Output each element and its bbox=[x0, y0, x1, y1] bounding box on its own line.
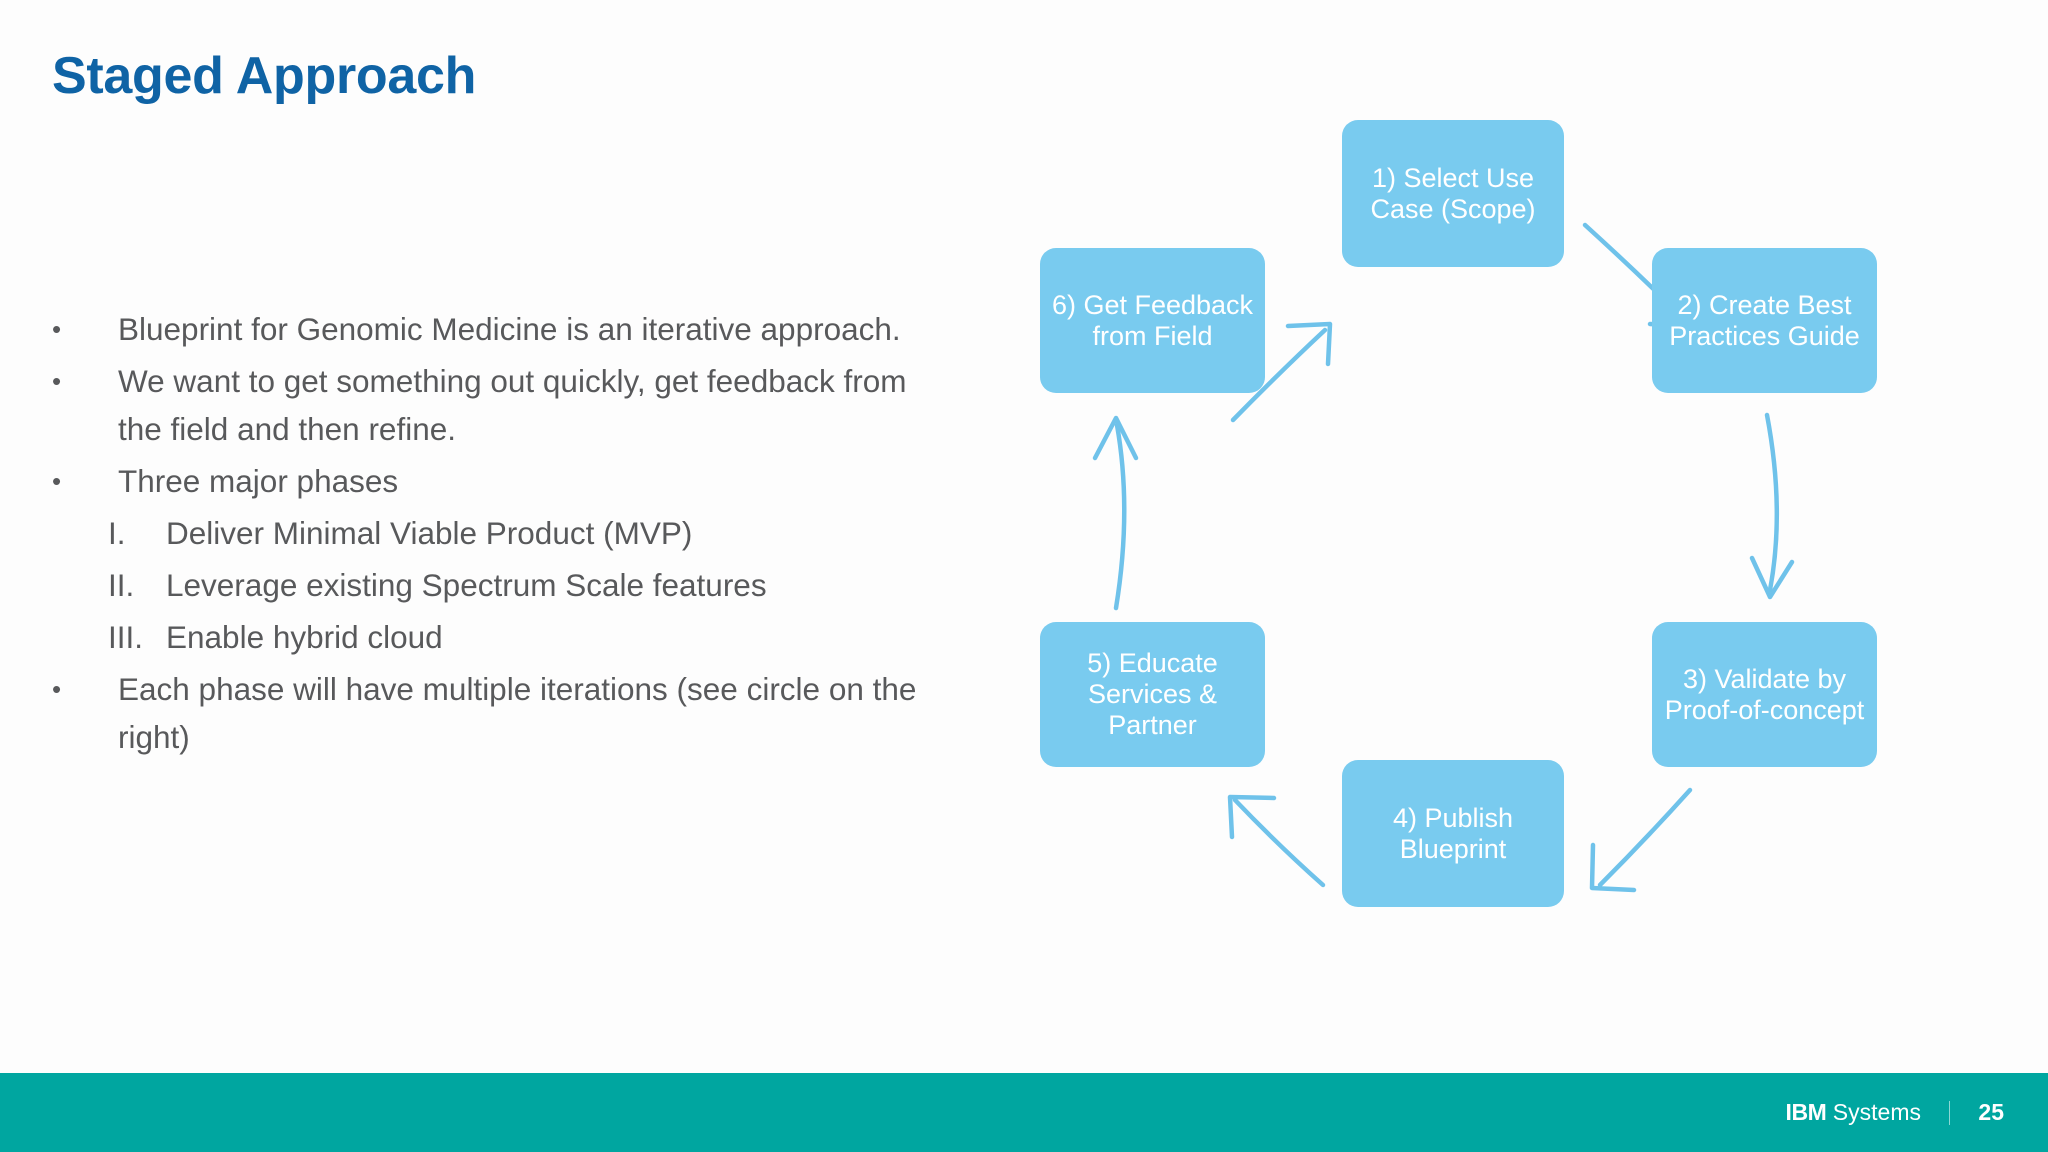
page-number: 25 bbox=[1978, 1099, 2004, 1125]
bullet-text: Enable hybrid cloud bbox=[166, 619, 443, 655]
footer-bar: IBM Systems 25 bbox=[0, 1073, 2048, 1152]
arrow-2-to-3 bbox=[1749, 412, 1795, 600]
bullet-text: Deliver Minimal Viable Product (MVP) bbox=[166, 515, 693, 551]
ibm-systems-logo: IBM Systems bbox=[1785, 1099, 1921, 1126]
cycle-node-label: 3) Validate by Proof-of-concept bbox=[1664, 663, 1865, 725]
bullet-marker: • bbox=[52, 314, 62, 344]
list-item-sub: II. Leverage existing Spectrum Scale fea… bbox=[48, 561, 948, 609]
bullet-marker: • bbox=[52, 674, 62, 704]
roman-marker: I. bbox=[108, 515, 126, 551]
list-item: • Three major phases bbox=[48, 457, 948, 505]
bullet-marker: • bbox=[52, 466, 62, 496]
footer-right-group: IBM Systems 25 bbox=[1785, 1073, 2004, 1152]
brand-systems: Systems bbox=[1826, 1099, 1921, 1125]
bullet-text: Three major phases bbox=[118, 463, 399, 499]
cycle-diagram: 1) Select Use Case (Scope) 2) Create Bes… bbox=[1040, 110, 1980, 1010]
arrow-6-to-1 bbox=[1230, 321, 1333, 423]
cycle-node-2[interactable]: 2) Create Best Practices Guide bbox=[1652, 248, 1877, 393]
cycle-node-4[interactable]: 4) Publish Blueprint bbox=[1342, 760, 1564, 907]
cycle-node-1[interactable]: 1) Select Use Case (Scope) bbox=[1342, 120, 1564, 267]
list-item: • Blueprint for Genomic Medicine is an i… bbox=[48, 305, 948, 353]
cycle-node-3[interactable]: 3) Validate by Proof-of-concept bbox=[1652, 622, 1877, 767]
cycle-arrows bbox=[1092, 222, 1795, 893]
list-item-sub: I. Deliver Minimal Viable Product (MVP) bbox=[48, 509, 948, 557]
brand-ibm: IBM bbox=[1785, 1099, 1827, 1125]
cycle-node-label: 6) Get Feedback from Field bbox=[1051, 289, 1254, 351]
bullet-text: Blueprint for Genomic Medicine is an ite… bbox=[118, 311, 901, 347]
cycle-node-label: 4) Publish Blueprint bbox=[1392, 802, 1514, 864]
cycle-node-label: 1) Select Use Case (Scope) bbox=[1370, 162, 1536, 224]
cycle-node-label: 5) Educate Services & Partner bbox=[1087, 648, 1218, 740]
cycle-node-5[interactable]: 5) Educate Services & Partner bbox=[1040, 622, 1265, 767]
bullet-marker: • bbox=[52, 366, 62, 396]
bullet-text: Leverage existing Spectrum Scale feature… bbox=[166, 567, 767, 603]
list-item-sub: III. Enable hybrid cloud bbox=[48, 613, 948, 661]
arrow-3-to-4 bbox=[1589, 787, 1693, 893]
arrow-5-to-6 bbox=[1092, 415, 1139, 611]
arrow-4-to-5 bbox=[1227, 794, 1326, 888]
list-item: • We want to get something out quickly, … bbox=[48, 357, 948, 453]
cycle-node-label: 2) Create Best Practices Guide bbox=[1669, 289, 1860, 351]
bullet-text: Each phase will have multiple iterations… bbox=[118, 671, 917, 755]
list-item: • Each phase will have multiple iteratio… bbox=[48, 665, 948, 761]
page-title: Staged Approach bbox=[52, 47, 477, 105]
footer-divider bbox=[1949, 1100, 1950, 1125]
bullet-text: We want to get something out quickly, ge… bbox=[118, 363, 907, 447]
cycle-node-6[interactable]: 6) Get Feedback from Field bbox=[1040, 248, 1265, 393]
bullet-list: • Blueprint for Genomic Medicine is an i… bbox=[48, 305, 948, 765]
roman-marker: III. bbox=[108, 619, 144, 655]
roman-marker: II. bbox=[108, 567, 135, 603]
